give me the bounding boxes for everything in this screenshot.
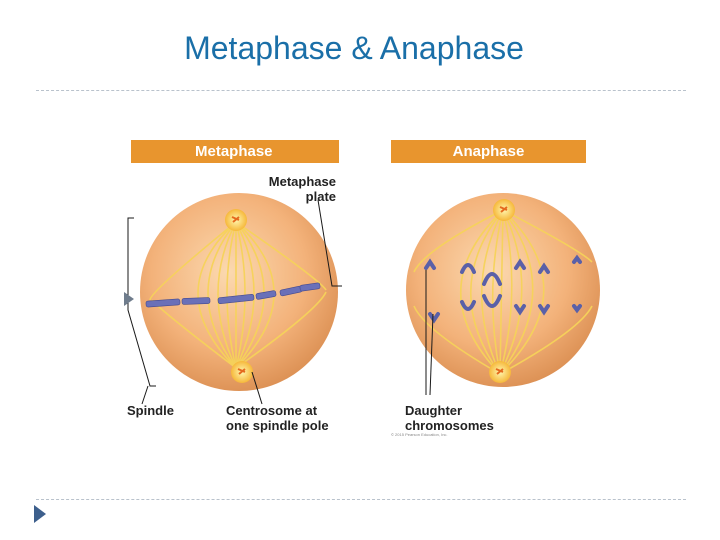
top-divider <box>36 90 686 91</box>
anaphase-cell <box>406 193 600 396</box>
anaphase-chromosomes <box>424 254 582 324</box>
anaphase-leader-lines <box>425 270 434 396</box>
anaphase-spindle-fibers <box>413 209 593 375</box>
metaphase-banner: Metaphase <box>131 140 339 163</box>
metaphase-spindle-fibers <box>149 221 327 369</box>
spindle-label: Spindle <box>127 403 174 418</box>
figure-credit: © 2015 Pearson Education, Inc. <box>391 432 448 437</box>
anaphase-banner: Anaphase <box>391 140 586 163</box>
anaphase-centrosome-bottom <box>489 361 511 383</box>
metaphase-centrosome-bottom <box>231 361 253 383</box>
bottom-divider <box>36 499 686 500</box>
centrosome-label: Centrosome at one spindle pole <box>226 403 329 433</box>
metaphase-chromosomes <box>145 282 321 308</box>
metaphase-plate-label: Metaphase plate <box>268 174 336 204</box>
metaphase-centrosome-top <box>225 209 247 231</box>
metaphase-cell <box>124 193 342 405</box>
plate-pointer-icon <box>124 292 134 306</box>
anaphase-centrosome-top <box>493 199 515 221</box>
triangle-bullet-icon <box>34 505 46 523</box>
daughter-chromosomes-label: Daughter chromosomes <box>405 403 494 433</box>
slide-title: Metaphase & Anaphase <box>184 30 524 66</box>
